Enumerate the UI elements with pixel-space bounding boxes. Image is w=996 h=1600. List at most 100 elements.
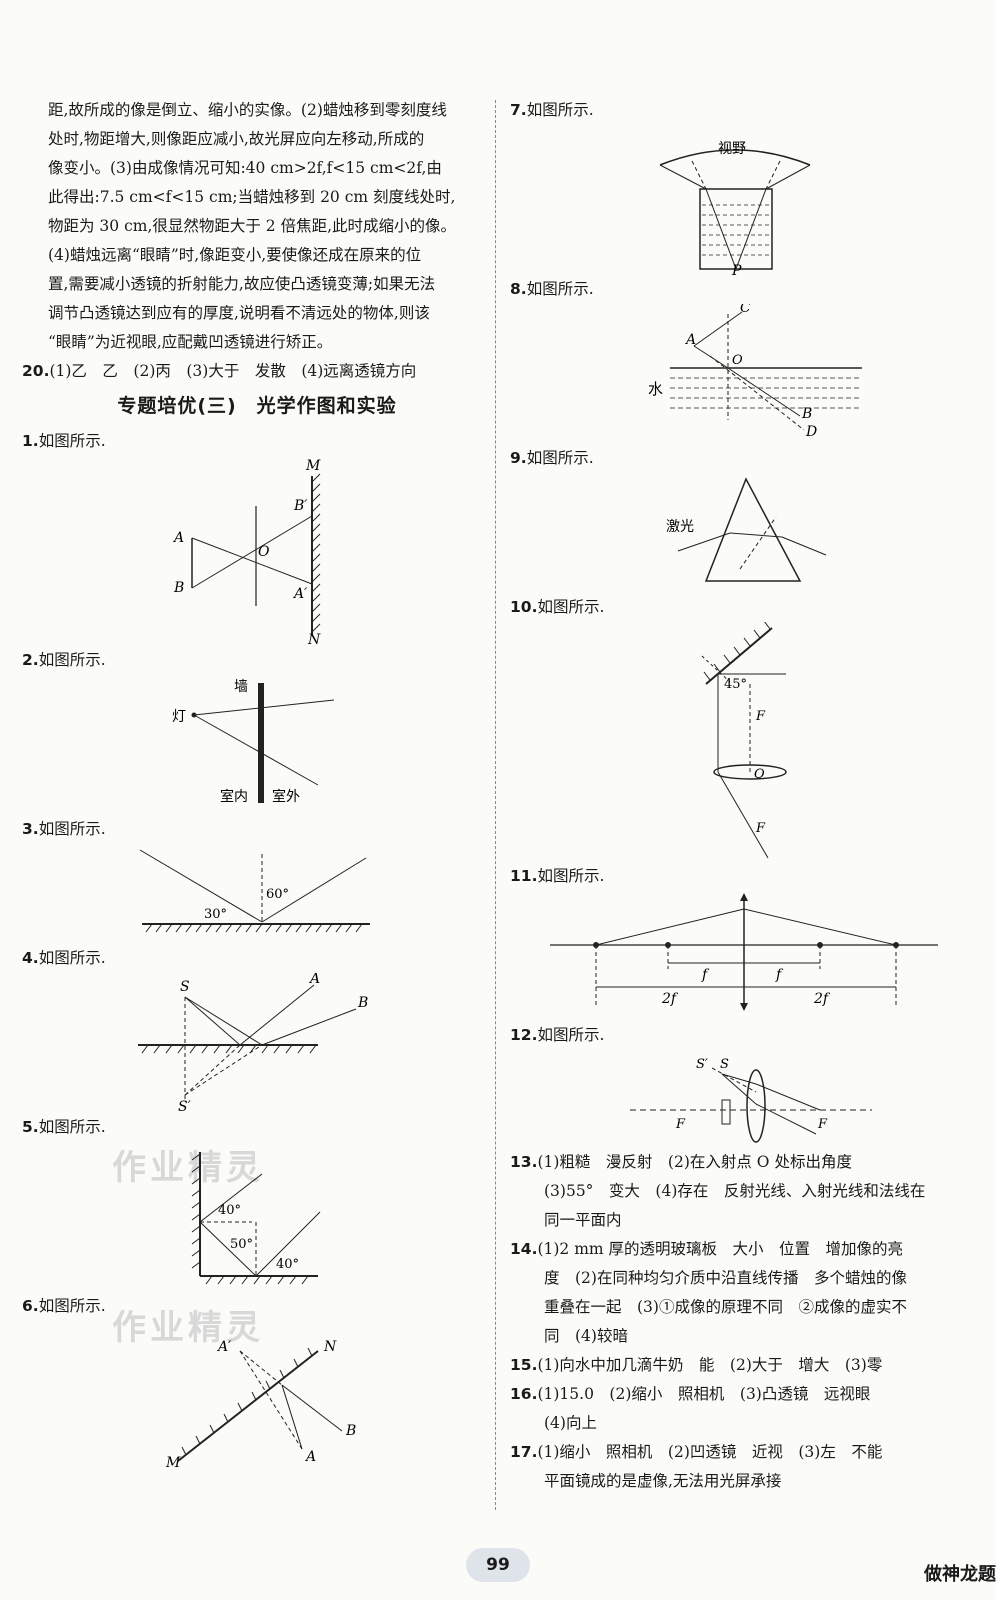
text-line: 置,需要减小透镜的折射能力,故应使凸透镜变薄;如果无法: [48, 275, 436, 293]
text-line: 像变小。(3)由成像情况可知:40 cm>2f,f<15 cm<2f,由: [48, 159, 442, 177]
figure-1-plane-mirror: A B O B′ A′ M N: [172, 458, 321, 646]
label-s-prime: S′: [178, 1099, 192, 1113]
column-divider: [495, 100, 496, 1510]
question-20: 20.(1)乙 乙 (2)丙 (3)大于 发散 (4)远离透镜方向: [22, 357, 492, 386]
question-14: 14.(1)2 mm 厚的透明玻璃板 大小 位置 增加像的亮 度 (2)在同种均…: [510, 1235, 980, 1351]
question-4: 4.如图所示.: [22, 944, 492, 973]
question-text: 如图所示.: [537, 1026, 605, 1044]
label-f-upper: F: [755, 709, 766, 724]
label-a: A: [308, 973, 320, 987]
question-number: 9.: [510, 449, 527, 467]
question-number: 15.: [510, 1356, 538, 1374]
question-number: 2.: [22, 651, 39, 669]
answer-line: (1)缩小 照相机 (2)凹透镜 近视 (3)左 不能: [537, 1443, 883, 1461]
question-1: 1.如图所示.: [22, 427, 492, 456]
watermark: 作业精灵: [112, 1148, 264, 1188]
label-b: B: [345, 1423, 356, 1439]
label-indoor: 室内: [220, 788, 248, 805]
question-number: 11.: [510, 867, 538, 885]
left-column: 距,故所成的像是倒立、缩小的实像。(2)蜡烛移到零刻度线 处时,物距增大,则像距…: [22, 96, 492, 1471]
label-a: A: [304, 1449, 316, 1465]
label-a: A: [172, 530, 184, 546]
label-f-lower: F: [755, 821, 766, 836]
question-8: 8.如图所示.: [510, 275, 980, 304]
question-text: 如图所示.: [537, 598, 605, 616]
answer-line: 同一平面内: [544, 1211, 622, 1229]
question-text: 如图所示.: [38, 1118, 106, 1136]
label-lamp: 灯: [172, 709, 186, 725]
figure-2-light-through-wall: 墙 灯 室内 室外: [172, 679, 335, 805]
label-p: P: [731, 263, 742, 275]
question-text: 如图所示.: [38, 949, 106, 967]
figure-7-field-of-view: 视野 P: [659, 141, 811, 275]
answer-line: (3)55° 变大 (4)存在 反射光线、入射光线和法线在: [544, 1182, 926, 1200]
label-f-left: F: [675, 1117, 686, 1132]
label-wall: 墙: [234, 679, 248, 695]
question-number: 7.: [510, 101, 527, 119]
label-2f-left: 2f: [661, 991, 679, 1007]
label-30-degree: 30°: [204, 907, 227, 922]
question-text: 如图所示.: [526, 280, 594, 298]
text-line: 物距为 30 cm,很显然物距大于 2 倍焦距,此时成缩小的像。: [48, 217, 457, 235]
text-line: “眼睛”为近视眼,应配戴凹透镜进行矫正。: [48, 333, 333, 351]
answer-line: 同 (4)较暗: [544, 1327, 628, 1345]
label-b-prime: B′: [293, 498, 308, 514]
answer-line: (4)向上: [544, 1414, 597, 1432]
question-text: 如图所示.: [537, 867, 605, 885]
question-number: 12.: [510, 1026, 538, 1044]
figure-12-virtual-image: S′ S F F: [630, 1057, 872, 1143]
figure-9-prism: 激光: [666, 477, 827, 582]
label-a: A: [684, 332, 696, 348]
label-a-prime: A′: [216, 1339, 232, 1355]
question-number: 3.: [22, 820, 39, 838]
label-b: B: [173, 580, 184, 596]
label-40-degree-top: 40°: [218, 1203, 241, 1218]
text-line: 此得出:7.5 cm<f<15 cm;当蜡烛移到 20 cm 刻度线处时,: [48, 188, 456, 206]
label-field-of-view: 视野: [718, 141, 746, 157]
question-number: 17.: [510, 1443, 538, 1461]
question-number: 6.: [22, 1297, 39, 1315]
label-n: N: [323, 1339, 337, 1355]
label-40-degree-bottom: 40°: [276, 1257, 299, 1272]
label-laser: 激光: [666, 518, 694, 535]
question-number: 5.: [22, 1118, 39, 1136]
figure-8-refraction-water: C A O 水 B D: [648, 304, 862, 440]
label-o: O: [732, 353, 743, 368]
answer-line: (1)向水中加几滴牛奶 能 (2)大于 增大 (3)零: [537, 1356, 883, 1374]
label-f-right: f: [775, 967, 784, 983]
question-5: 5.如图所示.: [22, 1113, 492, 1142]
question-12: 12.如图所示.: [510, 1021, 980, 1050]
question-number: 14.: [510, 1240, 538, 1258]
label-f-right: F: [817, 1117, 828, 1132]
question-text: 如图所示.: [526, 101, 594, 119]
label-f-left: f: [701, 967, 710, 983]
right-column: 7.如图所示. 视野 P 8.如图所示. C A O 水 B D 9.如图所示.: [510, 96, 980, 1496]
answer-line: (1)粗糙 漫反射 (2)在入射点 O 处标出角度: [537, 1153, 852, 1171]
label-50-degree: 50°: [230, 1237, 253, 1252]
question-6: 6.如图所示.: [22, 1292, 492, 1321]
label-s-prime: S′: [696, 1057, 708, 1072]
section-title: 专题培优(三) 光学作图和实验: [117, 395, 397, 417]
answer-line: 平面镜成的是虚像,无法用光屏承接: [544, 1472, 782, 1490]
figure-5-corner-mirrors: 40° 50° 40°: [191, 1152, 321, 1285]
question-11: 11.如图所示.: [510, 862, 980, 891]
label-45-degree: 45°: [724, 677, 747, 692]
text-line: 调节凸透镜达到应有的厚度,说明看不清远处的物体,则该: [48, 304, 430, 322]
label-b: B: [801, 406, 812, 422]
label-d: D: [805, 424, 817, 440]
question-17: 17.(1)缩小 照相机 (2)凹透镜 近视 (3)左 不能 平面镜成的是虚像,…: [510, 1438, 980, 1496]
question-text: 如图所示.: [38, 651, 106, 669]
question-3: 3.如图所示.: [22, 815, 492, 844]
text-line: 距,故所成的像是倒立、缩小的实像。(2)蜡烛移到零刻度线: [48, 101, 447, 119]
answer-line: (1)2 mm 厚的透明玻璃板 大小 位置 增加像的亮: [537, 1240, 904, 1258]
label-2f-right: 2f: [813, 991, 831, 1007]
question-number: 1.: [22, 432, 39, 450]
figure-3-reflection: 30° 60°: [139, 849, 370, 933]
corner-brand: 做神龙题: [924, 1564, 996, 1585]
figure-4-mirror-image: S S′ A B: [138, 973, 368, 1113]
watermark: 作业精灵: [112, 1308, 264, 1348]
label-c: C: [740, 304, 751, 316]
figure-6-inclined-mirror: A′ A B M N: [165, 1339, 356, 1471]
question-text: 如图所示.: [38, 820, 106, 838]
label-o: O: [754, 767, 765, 782]
